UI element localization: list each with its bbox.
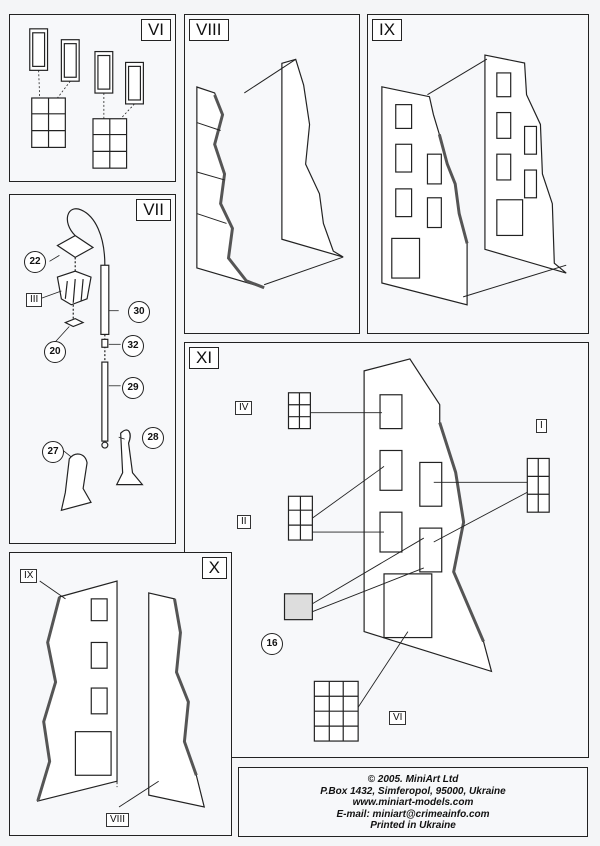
building-assembly-illustration: [283, 358, 550, 742]
part-label-viii: VIII: [106, 813, 130, 827]
step-number: VIII: [189, 19, 229, 41]
window-frames-illustration: [29, 28, 144, 169]
panel-step-x: X IX VIII: [9, 552, 232, 836]
part-label-iv: IV: [235, 401, 253, 415]
website-line: www.miniart-models.com: [352, 797, 474, 808]
email-line: E-mail: miniart@crimeainfo.com: [336, 808, 490, 820]
part-number-20: 20: [44, 341, 66, 363]
wall-sections-illustration: [196, 58, 344, 290]
part-number-32: 32: [122, 335, 144, 357]
address-line: P.Box 1432, Simferopol, 95000, Ukraine: [320, 785, 506, 797]
step-number: X: [201, 557, 227, 579]
part-label-i: I: [536, 419, 547, 433]
panel-step-viii: VIII: [184, 14, 360, 334]
street-lamp-illustration: [39, 208, 144, 512]
step-number: VI: [140, 19, 171, 41]
step-number: VII: [136, 199, 171, 221]
part-number-30: 30: [128, 301, 150, 323]
part-number-29: 29: [122, 377, 144, 399]
part-label-ii: II: [237, 515, 251, 529]
panel-step-ix: IX: [367, 14, 589, 334]
part-number-28: 28: [142, 427, 164, 449]
panel-step-vi: VI: [9, 14, 176, 182]
panel-step-xi: XI IV II I 16 VI: [184, 342, 589, 758]
part-label-iii: III: [26, 293, 43, 307]
printed-line: Printed in Ukraine: [370, 820, 456, 831]
part-number-16: 16: [261, 633, 283, 655]
panel-step-vii: VII 22 III 20 30 32 29 27 28: [9, 194, 176, 544]
facade-assembly-illustration: [381, 54, 567, 306]
part-label-vi: VI: [389, 711, 407, 725]
publisher-footer: © 2005. MiniArt Ltd P.Box 1432, Simferop…: [238, 767, 588, 837]
step-number: XI: [189, 347, 220, 369]
wall-joining-illustration: [36, 580, 206, 808]
part-number-22: 22: [24, 251, 46, 273]
part-number-27: 27: [42, 441, 64, 463]
part-label-ix: IX: [20, 569, 38, 583]
step-number: IX: [372, 19, 403, 41]
copyright-line: © 2005. MiniArt Ltd: [367, 774, 459, 785]
